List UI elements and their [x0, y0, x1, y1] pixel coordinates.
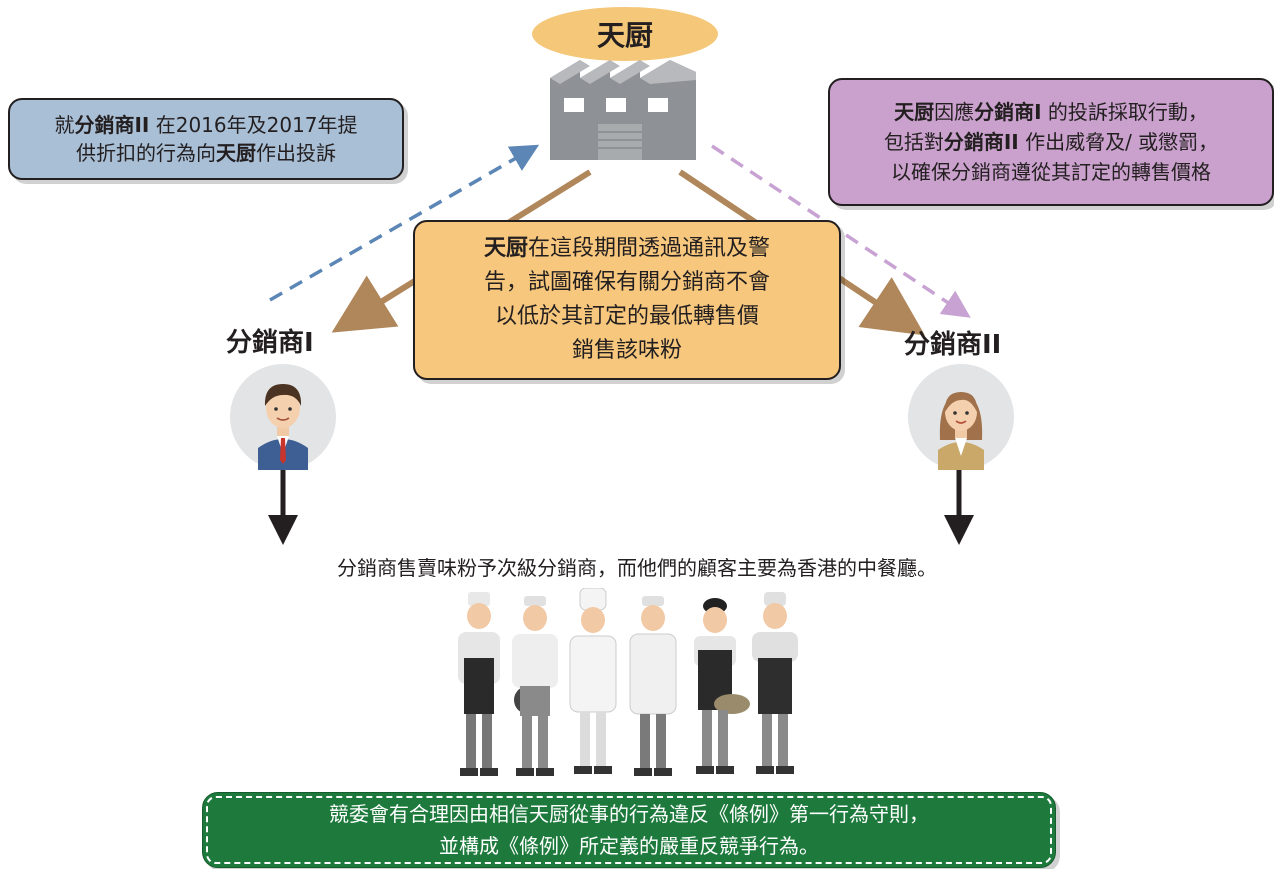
action-line3: 以確保分銷商遵從其訂定的轉售價格 [891, 160, 1211, 184]
complaint-line2-bold: 天厨 [215, 141, 256, 165]
chef-figure [694, 598, 750, 774]
action-line1-mid: 因應 [934, 100, 975, 124]
complaint-line1-prefix: 就 [54, 113, 75, 137]
conclusion-line2: 並構成《條例》所定義的嚴重反競爭行為。 [439, 834, 819, 858]
warning-box: 天厨在這段期間透過通訊及警 告，試圖確保有關分銷商不會 以低於其訂定的最低轉售價… [413, 220, 841, 380]
chef-figure [569, 588, 617, 774]
distributor-2-label: 分銷商II [904, 330, 1002, 360]
chef-figure [458, 592, 500, 776]
warning-line1-bold: 天厨 [483, 236, 528, 261]
conclusion-box: 競委會有合理因由相信天厨從事的行為違反《條例》第一行為守則， 並構成《條例》所定… [202, 792, 1056, 868]
dashed-arrow-complaint [269, 144, 540, 302]
factory-icon [550, 60, 696, 160]
complaint-box: 就分銷商II 在2016年及2017年提 供折扣的行為向天厨作出投訴 [8, 98, 404, 180]
businesswoman-avatar-icon [908, 364, 1014, 470]
complaint-line1-bold: 分銷商II [74, 113, 150, 137]
businessman-avatar-icon [230, 364, 336, 470]
chef-figure [512, 596, 558, 776]
warning-line4: 銷售該味粉 [571, 338, 682, 363]
distributor-1-label: 分銷商I [226, 328, 314, 358]
action-line2-suffix: 作出威脅及/ 或懲罰， [1018, 130, 1219, 154]
action-line1-bold-a: 天厨 [894, 100, 935, 124]
warning-line3: 以低於其訂定的最低轉售價 [494, 304, 759, 329]
complaint-line2-prefix: 供折扣的行為向 [75, 141, 216, 165]
manufacturer-title-oval: 天厨 [532, 7, 718, 61]
manufacturer-name: 天厨 [596, 19, 653, 52]
chef-figure [629, 596, 677, 776]
conclusion-line1: 競委會有合理因由相信天厨從事的行為違反《條例》第一行為守則， [329, 802, 929, 826]
complaint-line1-suffix: 在2016年及2017年提 [149, 113, 358, 137]
action-line2-bold: 分銷商II [943, 130, 1019, 154]
action-line1-suffix: 的投訴採取行動， [1041, 100, 1208, 124]
chefs-group-illustration [458, 588, 798, 776]
action-line1-bold-b: 分銷商I [974, 100, 1042, 124]
complaint-line2-suffix: 作出投訴 [255, 141, 336, 165]
action-box: 天厨因應分銷商I 的投訴採取行動， 包括對分銷商II 作出威脅及/ 或懲罰， 以… [828, 78, 1274, 206]
action-line2-prefix: 包括對 [883, 130, 944, 154]
warning-line2: 告，試圖確保有關分銷商不會 [483, 270, 770, 295]
chef-figure [752, 592, 798, 774]
distribution-sentence: 分銷商售賣味粉予次級分銷商，而他們的顧客主要為香港的中餐廳。 [337, 556, 937, 580]
warning-line1-suffix: 在這段期間透過通訊及警 [528, 236, 771, 261]
